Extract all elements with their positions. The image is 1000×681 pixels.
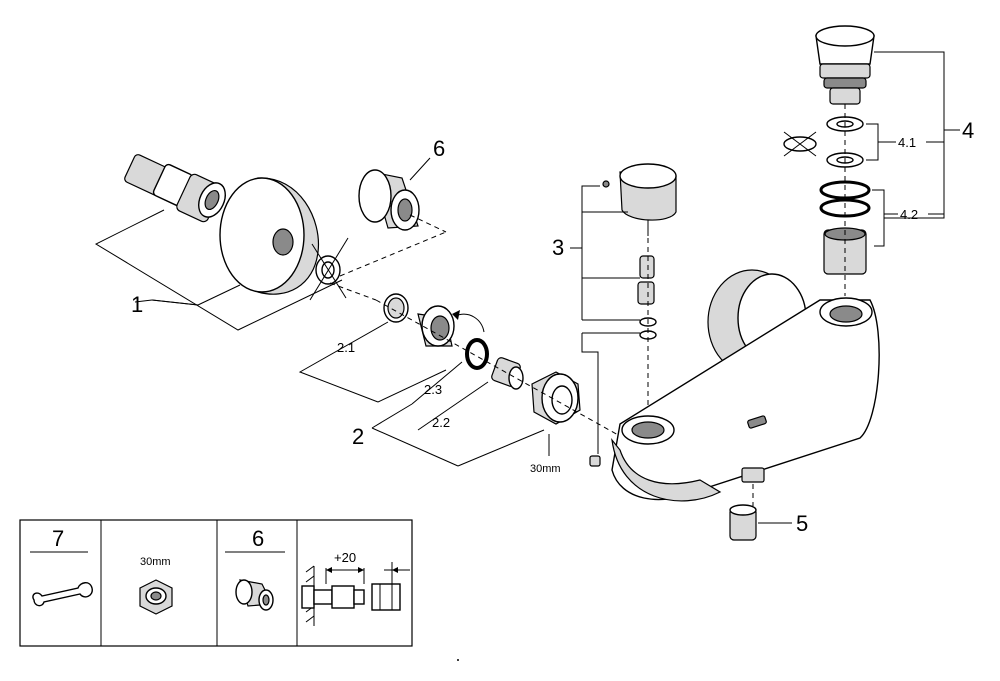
tools-cell3-number: 6 bbox=[252, 526, 264, 551]
callout-2-1: 2.1 bbox=[337, 340, 355, 355]
part-6-adapter bbox=[358, 157, 447, 233]
installation-offset-drawing bbox=[301, 562, 410, 626]
callout-4-2: 4.2 bbox=[900, 207, 918, 222]
callout-4: 4 bbox=[962, 118, 974, 143]
valve-seat bbox=[417, 305, 485, 347]
check-valve-cartridge bbox=[491, 357, 524, 390]
part-4-cartridge-group bbox=[783, 25, 960, 296]
callout-1: 1 bbox=[131, 292, 143, 317]
s-union-connector bbox=[124, 154, 226, 223]
adapter-icon bbox=[235, 579, 274, 611]
temperature-handle bbox=[619, 163, 677, 236]
part-5-outlet-adapter bbox=[729, 484, 792, 541]
stray-dot bbox=[457, 659, 459, 661]
callout-2: 2 bbox=[352, 424, 364, 449]
tools-cell1-number: 7 bbox=[52, 526, 64, 551]
callout-2-2: 2.2 bbox=[432, 415, 450, 430]
callout-4-1: 4.1 bbox=[898, 135, 916, 150]
seal-ring-crossed bbox=[309, 237, 349, 301]
wrench-icon bbox=[32, 582, 93, 607]
o-ring bbox=[465, 338, 489, 370]
nut-size-label: 30mm bbox=[530, 463, 561, 475]
escutcheon-disc bbox=[219, 177, 320, 295]
tools-panel: 7 30mm 6 +20 bbox=[19, 519, 413, 647]
thermostat-body bbox=[611, 269, 880, 502]
part-1-s-union-group bbox=[94, 154, 447, 331]
tools-cell2-size: 30mm bbox=[140, 556, 171, 568]
crossed-washer bbox=[783, 131, 817, 157]
callout-2-3: 2.3 bbox=[424, 382, 442, 397]
callout-3: 3 bbox=[552, 235, 564, 260]
set-screw bbox=[589, 455, 601, 467]
union-nut-30mm bbox=[531, 371, 581, 425]
callout-5: 5 bbox=[796, 511, 808, 536]
callout-6: 6 bbox=[433, 136, 445, 161]
thermo-cartridge bbox=[815, 25, 875, 105]
nut-icon bbox=[139, 579, 173, 615]
part-3-handle-group bbox=[570, 163, 677, 467]
tools-cell4-offset: +20 bbox=[334, 550, 356, 565]
part-2-check-valve-group bbox=[298, 293, 621, 467]
spindle-extension bbox=[637, 255, 655, 305]
